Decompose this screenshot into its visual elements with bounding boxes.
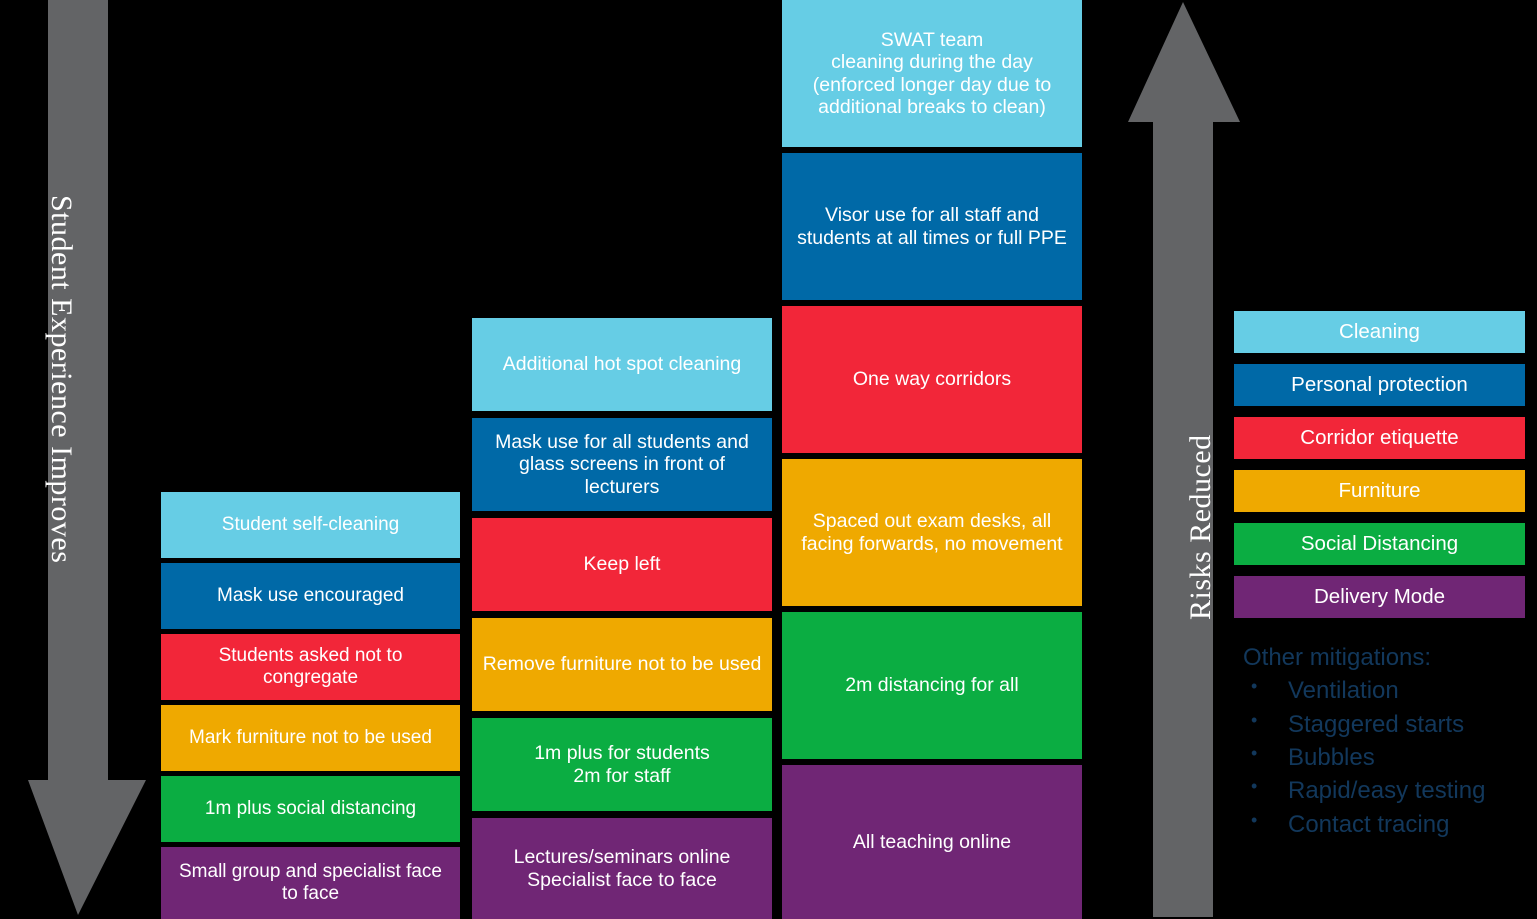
tier-box[interactable]: Visor use for all staff and students at … xyxy=(782,153,1082,300)
legend-item-furniture[interactable]: Furniture xyxy=(1234,470,1525,512)
tier-box[interactable]: Keep left xyxy=(472,518,772,611)
tier-box[interactable]: 1m plus social distancing xyxy=(161,776,460,842)
bullet-icon: • xyxy=(1251,809,1258,830)
other-mitigations-item: • Bubbles xyxy=(1243,741,1533,774)
up-arrow-shape xyxy=(1128,2,1240,917)
student-experience-arrow xyxy=(28,0,146,915)
other-mitigations-list: • Ventilation • Staggered starts • Bubbl… xyxy=(1243,674,1533,841)
bullet-icon: • xyxy=(1251,743,1258,764)
tier-box[interactable]: Lectures/seminars online Specialist face… xyxy=(472,818,772,919)
tier-3-column: SWAT team cleaning during the day (enfor… xyxy=(782,0,1082,919)
legend-item-personal-protection[interactable]: Personal protection xyxy=(1234,364,1525,406)
other-mitigations-item: • Rapid/easy testing xyxy=(1243,774,1533,807)
risks-reduced-arrow xyxy=(1128,2,1240,917)
other-mitigations-item: • Ventilation xyxy=(1243,674,1533,707)
tier-box[interactable]: Small group and specialist face to face xyxy=(161,847,460,919)
tier-box[interactable]: 1m plus for students 2m for staff xyxy=(472,718,772,811)
student-experience-arrow-label: Student Experience Improves xyxy=(45,195,78,564)
tier-box[interactable]: Spaced out exam desks, all facing forwar… xyxy=(782,459,1082,606)
other-mitigations-item-label: Rapid/easy testing xyxy=(1288,777,1486,805)
legend-item-social-distancing[interactable]: Social Distancing xyxy=(1234,523,1525,565)
tier-box[interactable]: Mark furniture not to be used xyxy=(161,705,460,771)
tier-box[interactable]: Additional hot spot cleaning xyxy=(472,318,772,411)
legend-item-delivery-mode[interactable]: Delivery Mode xyxy=(1234,576,1525,618)
down-arrow-shape xyxy=(28,0,146,915)
bullet-icon: • xyxy=(1251,709,1258,730)
tier-box[interactable]: 2m distancing for all xyxy=(782,612,1082,759)
tier-box[interactable]: One way corridors xyxy=(782,306,1082,453)
other-mitigations-item: • Contact tracing xyxy=(1243,808,1533,841)
legend-item-corridor-etiquette[interactable]: Corridor etiquette xyxy=(1234,417,1525,459)
tier-box[interactable]: Student self-cleaning xyxy=(161,492,460,558)
tier-box[interactable]: Mask use encouraged xyxy=(161,563,460,629)
tier-box[interactable]: Remove furniture not to be used xyxy=(472,618,772,711)
risks-reduced-arrow-label: Risks Reduced xyxy=(1184,434,1217,620)
tier-box[interactable]: Students asked not to congregate xyxy=(161,634,460,700)
bullet-icon: • xyxy=(1251,776,1258,797)
tier-box[interactable]: Mask use for all students and glass scre… xyxy=(472,418,772,511)
tier-1-column: Student self-cleaning Mask use encourage… xyxy=(161,492,460,919)
tier-box[interactable]: All teaching online xyxy=(782,765,1082,919)
other-mitigations-item-label: Contact tracing xyxy=(1288,810,1450,838)
other-mitigations-item-label: Ventilation xyxy=(1288,677,1399,705)
tier-2-column: Additional hot spot cleaning Mask use fo… xyxy=(472,318,772,919)
other-mitigations-item-label: Staggered starts xyxy=(1288,710,1465,738)
other-mitigations-block: Other mitigations: • Ventilation • Stagg… xyxy=(1243,641,1533,841)
other-mitigations-title: Other mitigations: xyxy=(1243,644,1432,671)
other-mitigations-item-label: Bubbles xyxy=(1288,744,1375,772)
other-mitigations-item: • Staggered starts xyxy=(1243,708,1533,741)
bullet-icon: • xyxy=(1251,676,1258,697)
legend-item-cleaning[interactable]: Cleaning xyxy=(1234,311,1525,353)
tier-box[interactable]: SWAT team cleaning during the day (enfor… xyxy=(782,0,1082,147)
